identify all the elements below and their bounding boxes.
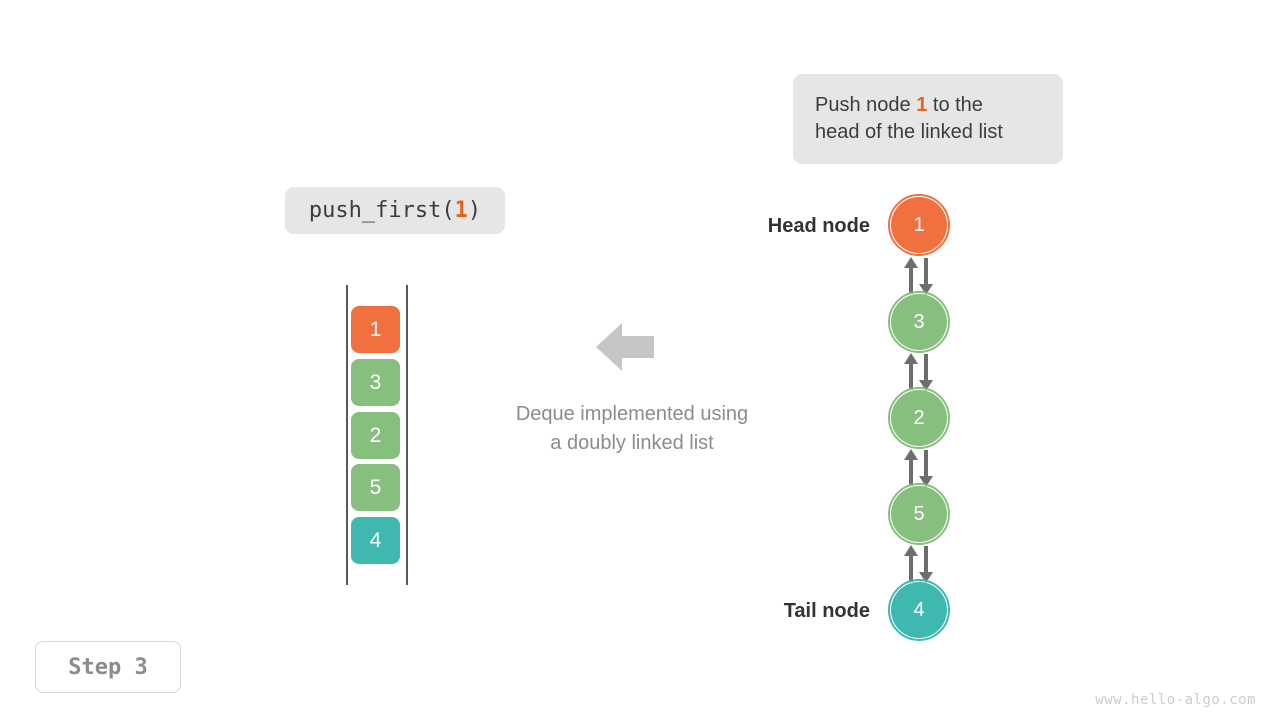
stack-cell: 5	[351, 464, 400, 511]
linked-list-node-ring	[888, 483, 950, 545]
linked-list-node-ring	[888, 387, 950, 449]
callout-text-prefix: Push node	[815, 94, 917, 116]
stack-cell: 4	[351, 517, 400, 564]
linked-list-node-ring	[888, 194, 950, 256]
step-badge: Step 3	[35, 641, 181, 693]
callout-text-suffix: to the	[927, 94, 983, 116]
linked-list-bidirectional-arrow	[900, 544, 940, 589]
stack-cell: 2	[351, 412, 400, 459]
diagram-caption: Deque implemented using a doubly linked …	[452, 400, 812, 458]
head-node-label: Head node	[767, 215, 870, 237]
linked-list-bidirectional-arrow	[900, 352, 940, 397]
linked-list-node: 3	[891, 294, 947, 350]
linked-list-bidirectional-arrow	[900, 448, 940, 493]
operation-close-paren: )	[467, 198, 482, 223]
left-block-arrow-icon	[596, 322, 654, 372]
stack-rail-left	[346, 285, 348, 585]
operation-argument: 1	[454, 198, 468, 223]
callout-line-2: head of the linked list	[815, 121, 1003, 143]
callout-line-1: Push node 1 to the	[815, 92, 1041, 119]
linked-list-node: 2	[891, 390, 947, 446]
linked-list-node: 4	[891, 582, 947, 638]
linked-list-node: 5	[891, 486, 947, 542]
linked-list-node: 1	[891, 197, 947, 253]
stack-cell: 3	[351, 359, 400, 406]
linked-list-node-ring	[888, 291, 950, 353]
operation-name: push_first(	[308, 198, 455, 223]
stack-rail-right	[406, 285, 408, 585]
tail-node-label: Tail node	[783, 600, 870, 622]
callout-highlight-value: 1	[916, 94, 928, 116]
operation-chip: push_first(1)	[285, 187, 505, 234]
callout-banner: Push node 1 to the head of the linked li…	[793, 74, 1063, 164]
caption-line-2: a doubly linked list	[550, 432, 714, 454]
linked-list-node-ring	[888, 579, 950, 641]
stack-cell: 1	[351, 306, 400, 353]
caption-line-1: Deque implemented using	[515, 403, 749, 425]
linked-list-bidirectional-arrow	[900, 256, 940, 301]
watermark: www.hello-algo.com	[1095, 692, 1256, 708]
